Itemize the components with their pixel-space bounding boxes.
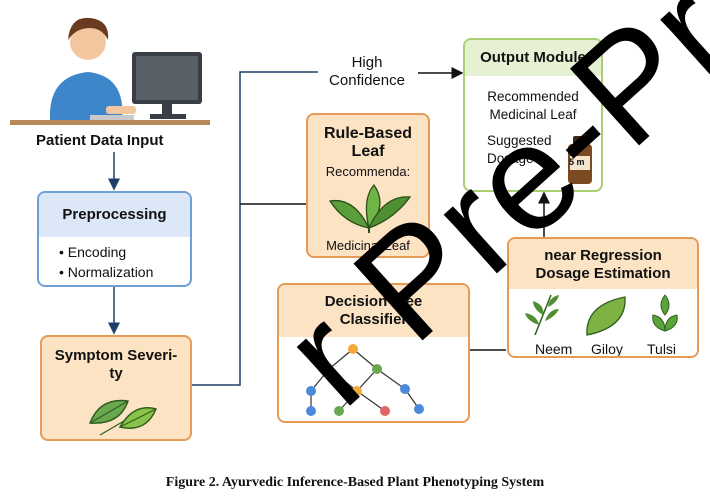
rule-based-subtitle: Recommenda: [325,164,411,179]
decision-tree-title-line1: Decision Tree [324,293,423,310]
medicinal-leaves-icon [525,294,678,336]
symptom-severity-box: Symptom Severi- ty [40,335,192,441]
bottle-label: 5 m [569,157,585,167]
preprocessing-box: Preprocessing • Encoding • Normalization [37,191,192,287]
patient-label: Patient Data Input [36,132,164,149]
figure-caption: Figure 2. Ayurvedic Inference-Based Plan… [165,475,545,490]
medicine-bottle-icon [568,136,592,184]
regression-title-line1: near Regression [544,247,662,264]
rule-based-title-line1: Rule-Based [323,125,413,142]
preprocessing-title: Preprocessing [62,206,167,223]
rule-based-box: Rule-Based Leaf Recommenda: Medicinal Le… [306,113,430,258]
output-line2: Medicinal Leaf [489,107,577,122]
high-confidence-label: High Confidence [329,54,405,89]
regression-title-line2: Dosage Estimation [535,265,671,282]
leaf-cluster-icon [328,183,412,233]
leaf-label-giloy: Giloy [591,341,623,357]
neem-leaf-icon [525,294,559,336]
leaf-label-tulsi: Tulsi [647,341,677,357]
output-module-box: Output Module Recommended Medicinal Leaf… [463,38,603,192]
connector-symptom-to-branch [192,71,318,386]
output-line3: Suggested [487,133,552,148]
preprocessing-item-encoding: • Encoding [59,244,127,260]
output-title: Output Module [480,49,586,66]
output-line1: Recommended [487,89,579,104]
patient-computer-illustration [10,17,210,125]
output-line4: Dosage [487,151,534,166]
decision-tree-box: Decision Tree Classifier [277,283,470,423]
rule-based-title-line2: Leaf [351,143,385,160]
giloy-leaf-icon [586,296,626,336]
symptom-title-line2: ty [109,365,123,382]
leaf-icon [88,399,158,436]
preprocessing-item-normalization: • Normalization [59,264,154,280]
tulsi-leaf-icon [652,294,678,332]
decision-tree-title-line2: Classifier [339,311,408,328]
symptom-title-line1: Symptom Severi- [54,347,178,364]
tree-diagram-icon [306,344,424,416]
rule-based-footer: Medicinal Leaf [326,238,410,253]
regression-box: near Regression Dosage Estimation Neem G… [507,237,699,358]
leaf-label-neem: Neem [535,341,573,357]
